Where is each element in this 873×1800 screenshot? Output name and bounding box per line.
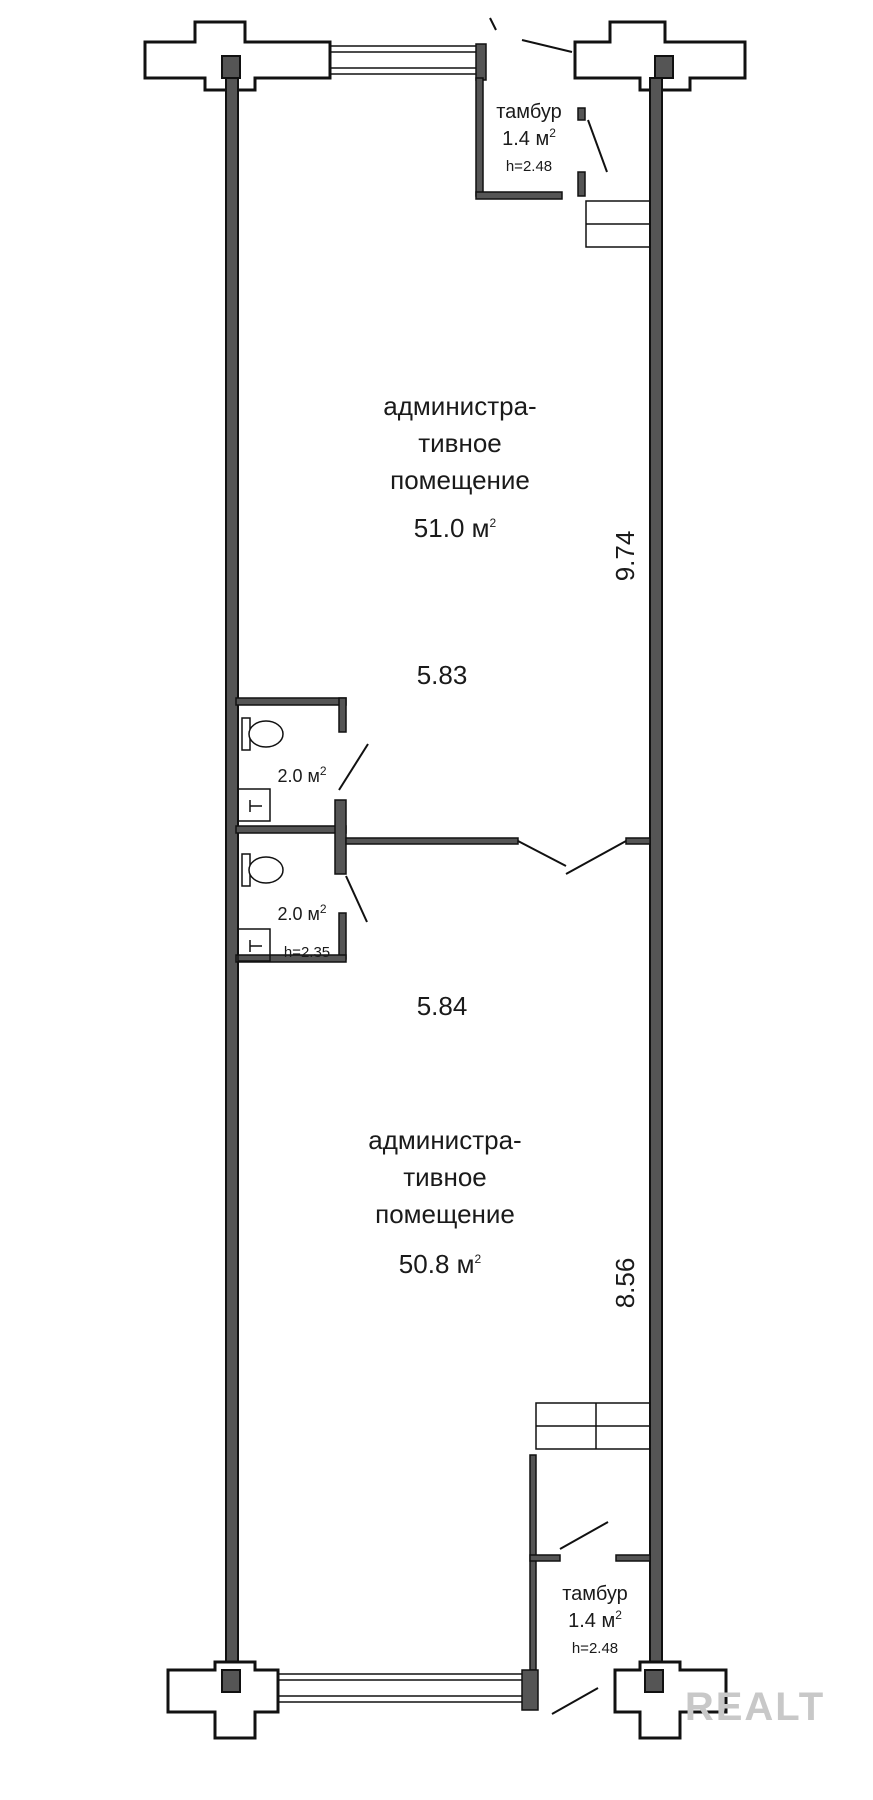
upper-width-dimension: 5.83 — [417, 660, 468, 690]
bottom-window-jamb — [521, 1669, 539, 1711]
partition-door-swing — [517, 840, 627, 875]
wc-lower-area: 2.0 м2 — [277, 902, 326, 924]
partition-wall-stub — [625, 837, 651, 845]
wc-door-swings — [338, 743, 369, 923]
wc-upper-area: 2.0 м2 — [277, 764, 326, 786]
office-upper-name-line3: помещение — [390, 465, 530, 495]
top-left-pillar — [221, 55, 241, 79]
office-upper-label: администра- тивное помещение 51.0 м2 — [383, 391, 536, 543]
bottom-right-pillar — [644, 1669, 664, 1693]
vestibule-top-area: 1.4 м2 — [502, 126, 556, 150]
office-upper-name-line2: тивное — [418, 428, 502, 458]
vestibule-bottom-walls — [529, 1454, 651, 1671]
vestibule-bottom-label: тамбур 1.4 м2 h=2.48 — [562, 1583, 628, 1657]
sink-lower-icon — [237, 928, 271, 962]
wc-lower-height: h=2.35 — [284, 944, 330, 961]
vestibule-top-label: тамбур 1.4 м2 h=2.48 — [496, 101, 562, 175]
partition-wall — [345, 837, 519, 845]
office-upper-area: 51.0 м2 — [414, 513, 497, 543]
top-window-jamb — [475, 43, 487, 81]
toilet-lower-icon — [241, 853, 284, 887]
lower-width-dimension: 5.84 — [417, 991, 468, 1021]
upper-length-dimension: 9.74 — [610, 531, 640, 582]
vestibule-top-name: тамбур — [496, 101, 562, 123]
office-lower-area: 50.8 м2 — [399, 1249, 482, 1279]
toilet-upper-icon — [241, 717, 284, 751]
entry-steps-bottom — [535, 1402, 651, 1450]
office-lower-name-line2: тивное — [403, 1162, 487, 1192]
right-outer-wall — [649, 77, 663, 1671]
vestibule-bottom-door-swing — [551, 1521, 609, 1715]
realt-watermark: REALT — [685, 1685, 825, 1729]
office-lower-name-line3: помещение — [375, 1199, 515, 1229]
vestibule-bottom-height: h=2.48 — [572, 1640, 618, 1657]
office-lower-label: администра- тивное помещение 50.8 м2 — [368, 1125, 521, 1279]
vestibule-top-door-swing — [489, 17, 608, 173]
vestibule-bottom-area: 1.4 м2 — [568, 1608, 622, 1632]
vestibule-bottom-name: тамбур — [562, 1583, 628, 1605]
bottom-left-column — [166, 1660, 280, 1740]
office-lower-name-line1: администра- — [368, 1125, 521, 1155]
office-upper-name-line1: администра- — [383, 391, 536, 421]
sink-upper-icon — [237, 788, 271, 822]
bottom-right-column — [613, 1660, 728, 1740]
top-right-pillar — [654, 55, 674, 79]
wc-walls — [235, 697, 347, 963]
bottom-left-pillar — [221, 1669, 241, 1693]
entry-steps-top — [585, 200, 651, 248]
left-outer-wall — [225, 77, 239, 1671]
vestibule-top-walls — [475, 77, 586, 200]
lower-length-dimension: 8.56 — [610, 1258, 640, 1309]
vestibule-top-height: h=2.48 — [506, 158, 552, 175]
bottom-window — [278, 1673, 524, 1703]
top-window — [330, 45, 478, 75]
